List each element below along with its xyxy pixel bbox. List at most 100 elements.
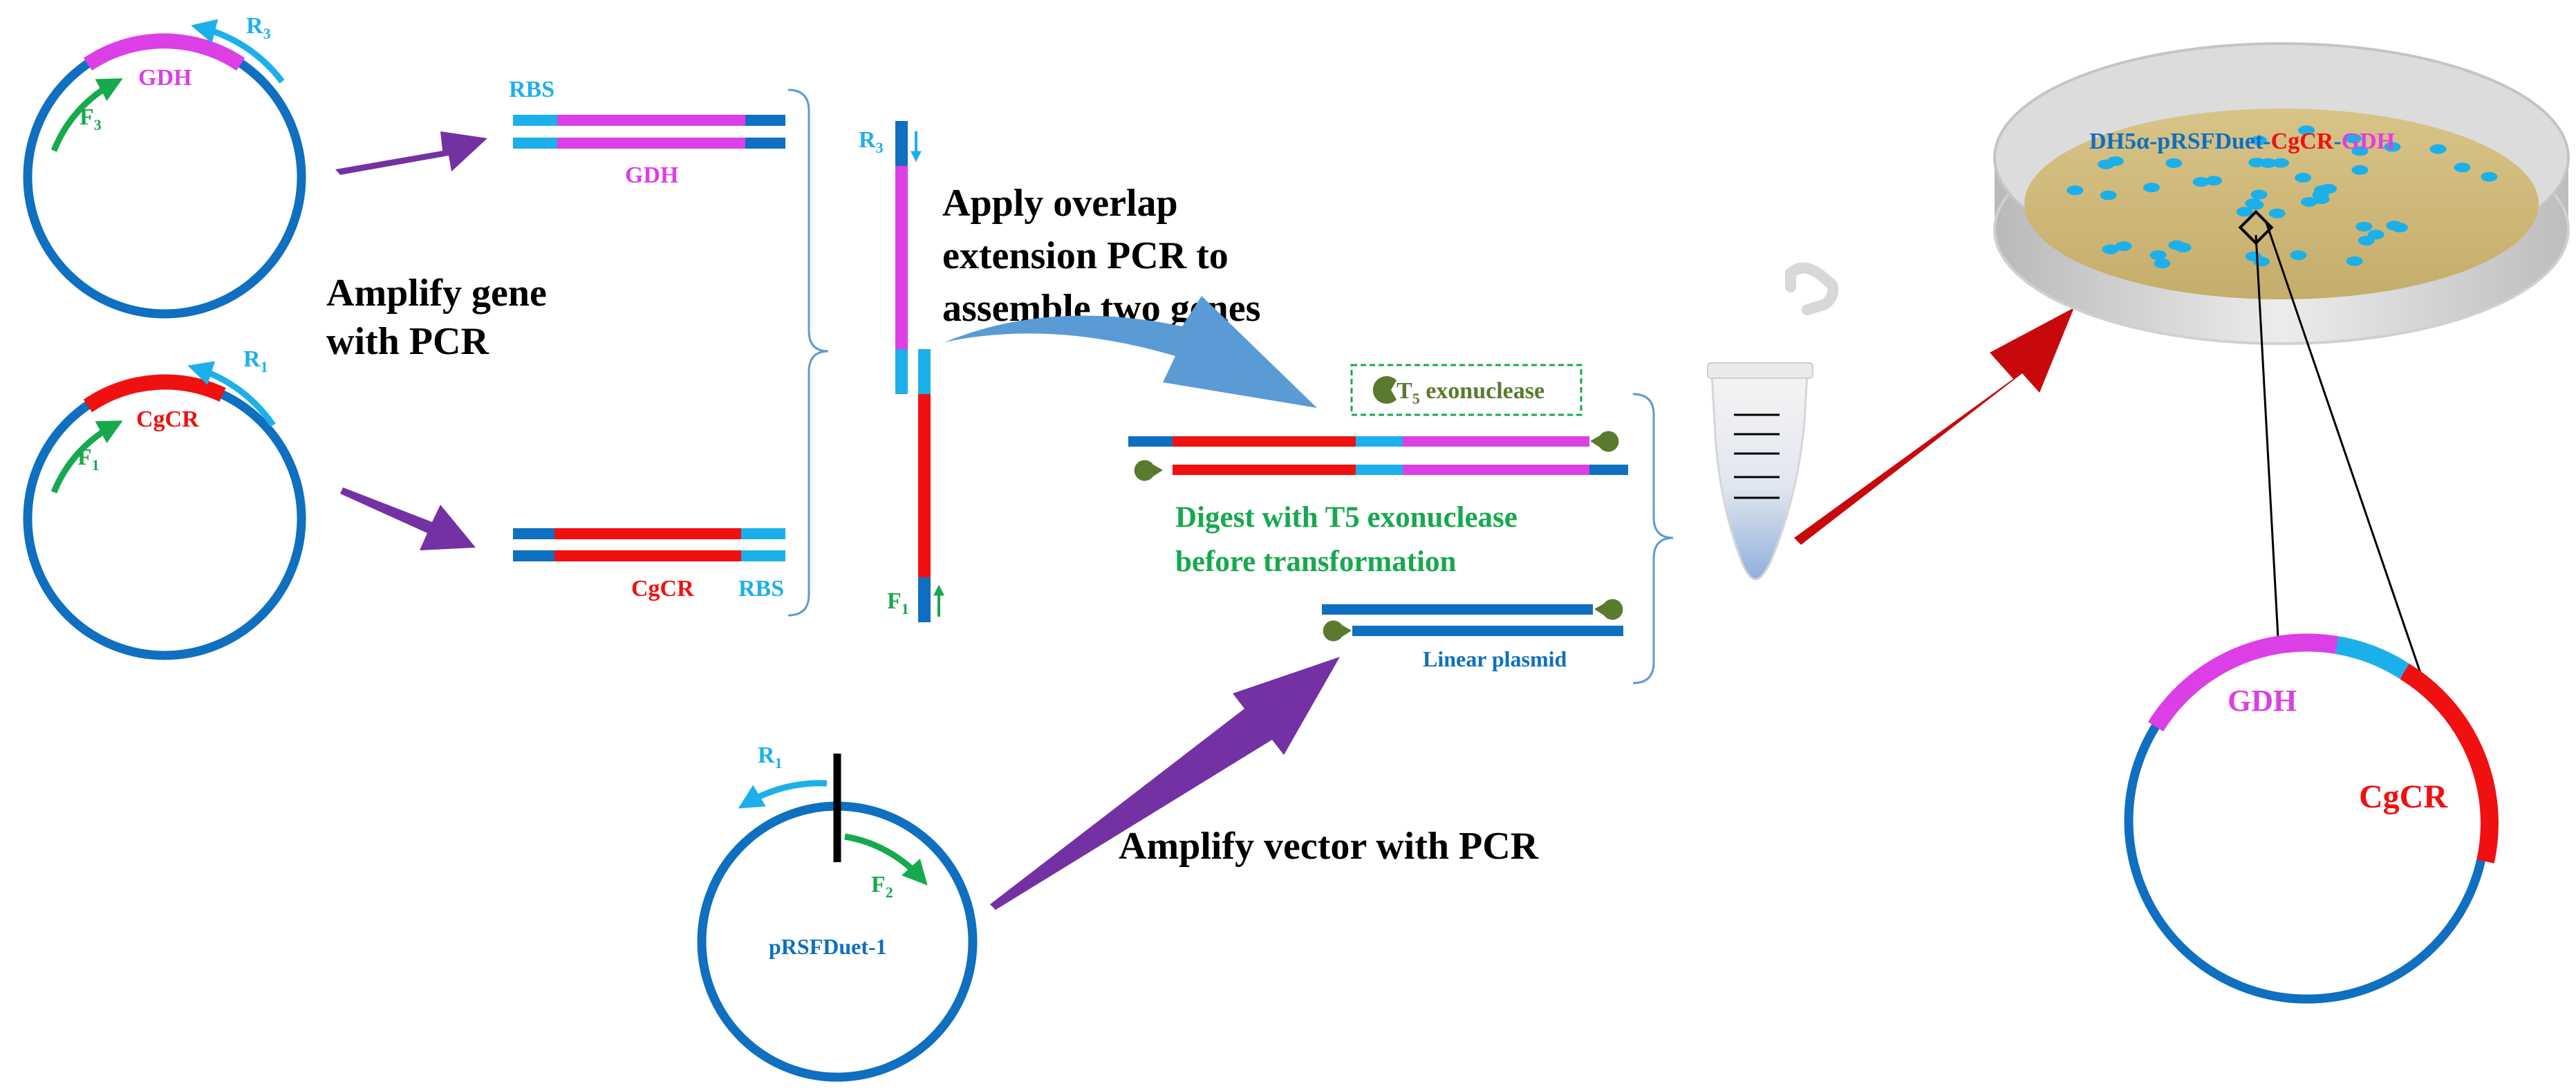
block-arrow-icon bbox=[1794, 308, 2074, 545]
colony-icon bbox=[2192, 177, 2210, 187]
f1-strand-label: F1 bbox=[887, 588, 909, 617]
bracket-icon bbox=[1632, 393, 1674, 684]
cgcr-segment bbox=[1173, 436, 1356, 447]
colony-icon bbox=[2346, 256, 2363, 266]
rbs-label: RBS bbox=[738, 576, 784, 602]
r1-vector-label: R1 bbox=[758, 743, 783, 772]
cgcr-gene-arc bbox=[83, 374, 226, 413]
primer-arrow-icon bbox=[191, 19, 285, 84]
r3-strand-label: R3 bbox=[859, 127, 884, 156]
block-arrow-icon bbox=[944, 296, 1317, 408]
gdh-fragment-label: GDH bbox=[625, 162, 678, 188]
rbs-segment bbox=[741, 528, 785, 539]
vector-plasmid: R1 F2 pRSFDuet-1 bbox=[697, 743, 978, 1082]
primer-arrow-icon bbox=[50, 420, 123, 494]
exonuclease-pacman-icon bbox=[1594, 599, 1623, 620]
gdh-segment bbox=[1403, 436, 1589, 447]
block-arrow-icon bbox=[340, 487, 476, 550]
colony-icon bbox=[2250, 189, 2268, 200]
linear-plasmid: Linear plasmid bbox=[1322, 599, 1623, 671]
flank-segment bbox=[745, 138, 785, 149]
rbs-segment bbox=[918, 349, 931, 394]
colony-icon bbox=[2143, 183, 2160, 193]
rbs-segment bbox=[1356, 436, 1403, 447]
colony-icon bbox=[2454, 162, 2471, 173]
assembled-insert bbox=[1128, 431, 1628, 481]
primer-arrow-icon bbox=[187, 361, 276, 427]
step-amplify-vector: Amplify vector with PCR bbox=[1119, 825, 1539, 868]
flank-segment bbox=[1589, 465, 1628, 475]
f2-vector-label: F2 bbox=[871, 872, 893, 901]
colony-icon bbox=[2259, 158, 2277, 168]
colony-icon bbox=[2351, 165, 2369, 175]
colony-icon bbox=[2245, 198, 2262, 209]
exonuclease-pacman-icon bbox=[1372, 376, 1397, 404]
cgcr-fragment: CgCR RBS bbox=[513, 528, 785, 602]
block-arrow-icon bbox=[990, 657, 1340, 910]
cgcr-source-plasmid: CgCR R1 F1 bbox=[23, 346, 306, 660]
colony-icon bbox=[2295, 173, 2312, 183]
rbs-segment bbox=[513, 115, 557, 126]
flank-segment bbox=[895, 121, 908, 166]
colony-icon bbox=[2298, 125, 2315, 136]
rbs-label: RBS bbox=[509, 77, 554, 102]
colony-icon bbox=[2102, 244, 2119, 254]
colony-icon bbox=[2149, 250, 2167, 260]
primer-arrow-icon bbox=[738, 780, 828, 809]
tube-rim bbox=[1707, 362, 1813, 379]
colony-icon bbox=[2386, 221, 2403, 231]
rbs-segment bbox=[895, 349, 908, 394]
colony-icon bbox=[2355, 221, 2373, 232]
cgcr-gene-arc bbox=[2400, 663, 2499, 864]
colony-icon bbox=[2100, 190, 2117, 201]
cgcr-fragment-label: CgCR bbox=[631, 576, 694, 602]
colony-icon bbox=[2236, 207, 2253, 217]
rbs-arc bbox=[2335, 636, 2410, 680]
colony-icon bbox=[2268, 208, 2286, 218]
primer-arrow-icon bbox=[844, 833, 928, 886]
cgcr-segment bbox=[1173, 465, 1356, 475]
exonuclease-pacman-icon bbox=[1323, 620, 1352, 642]
colony-icon bbox=[2272, 158, 2289, 168]
colony-icon bbox=[2253, 257, 2270, 267]
vector-strand bbox=[1322, 604, 1593, 615]
flank-segment bbox=[745, 115, 785, 126]
flank-segment bbox=[1128, 436, 1173, 447]
colony-icon bbox=[2358, 236, 2375, 246]
exonuclease-pacman-icon bbox=[1134, 460, 1163, 481]
rbs-segment bbox=[513, 138, 557, 149]
colony-icon bbox=[2115, 241, 2132, 252]
colony-icon bbox=[2154, 259, 2171, 268]
colony-icon bbox=[2429, 144, 2447, 154]
colonies bbox=[2066, 125, 2498, 268]
exonuclease-legend: T5 exonuclease bbox=[1350, 364, 1583, 416]
cgcr-segment bbox=[554, 550, 741, 561]
cgcr-segment bbox=[918, 394, 931, 577]
f1-primer-label: F1 bbox=[77, 445, 100, 474]
vector-strand bbox=[1352, 626, 1623, 636]
colony-icon bbox=[2313, 194, 2330, 205]
gdh-gene-arc bbox=[2147, 633, 2339, 731]
final-gdh-label: GDH bbox=[2228, 684, 2297, 718]
r3-primer-label: R3 bbox=[246, 13, 271, 42]
colony-icon bbox=[2367, 230, 2384, 240]
final-plasmid: GDH CgCR bbox=[2124, 633, 2499, 1004]
gdh-source-plasmid: GDH R3 F3 bbox=[23, 13, 306, 319]
gdh-label: GDH bbox=[138, 65, 192, 91]
colony-icon bbox=[2384, 142, 2401, 152]
gdh-gene-arc bbox=[83, 33, 245, 71]
overlap-strands: R3 F1 bbox=[859, 121, 944, 622]
rbs-segment bbox=[741, 550, 785, 561]
exonuclease-pacman-icon bbox=[1590, 431, 1619, 452]
tube-cap bbox=[1785, 262, 1839, 315]
legend-box bbox=[1350, 364, 1583, 416]
colony-icon bbox=[2290, 250, 2307, 261]
final-cgcr-label: CgCR bbox=[2359, 778, 2448, 815]
selection-box bbox=[2238, 209, 2274, 245]
colony-icon bbox=[2481, 171, 2498, 182]
colony-icon bbox=[2344, 133, 2362, 144]
colony-icon bbox=[2250, 136, 2268, 146]
rbs-segment bbox=[1356, 465, 1403, 475]
